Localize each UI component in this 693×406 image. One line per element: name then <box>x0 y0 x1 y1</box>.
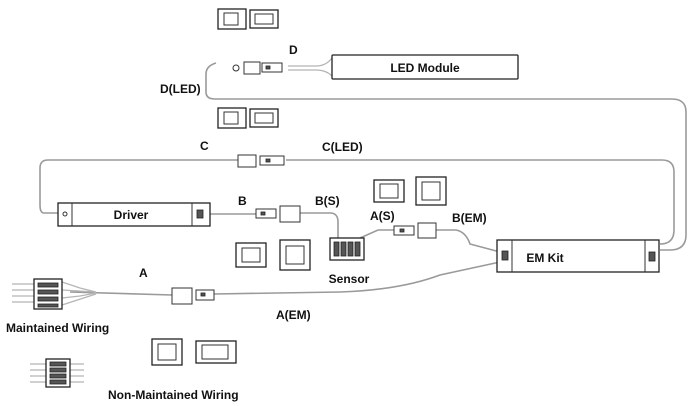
connector-a <box>171 287 215 305</box>
wire-d-led <box>205 62 687 251</box>
wire-a-s <box>359 229 394 239</box>
connector-illustration-a-em <box>151 338 237 366</box>
label-non-maintained-wiring: Non-Maintained Wiring <box>108 388 239 402</box>
em-kit-terminal-right <box>648 251 656 262</box>
non-maintained-terminal <box>30 358 84 388</box>
em-kit-label: EM Kit <box>526 251 563 265</box>
connector-illustration-d-lower <box>217 107 279 129</box>
label-d: D <box>289 43 298 57</box>
driver-label: Driver <box>114 208 149 222</box>
sensor-block <box>329 237 365 261</box>
label-b-s: B(S) <box>315 194 340 208</box>
wire-maintained-fan <box>61 281 97 306</box>
wire-c-led-right <box>286 159 675 245</box>
em-kit-terminal-left <box>501 250 509 261</box>
led-module-label: LED Module <box>390 61 460 75</box>
wire-led-module-lead-2 <box>288 69 333 77</box>
connector-illustration-a-s <box>373 176 447 206</box>
label-d-led: D(LED) <box>160 82 201 96</box>
maintained-terminal <box>33 278 63 310</box>
label-a-s: A(S) <box>370 209 395 223</box>
driver-terminal <box>196 209 204 219</box>
wire-b-s <box>300 212 339 240</box>
wire-maintained-leads <box>12 283 34 303</box>
connector-b <box>255 205 301 223</box>
label-c-led: C(LED) <box>322 140 363 154</box>
label-b: B <box>238 194 247 208</box>
label-maintained-wiring: Maintained Wiring <box>6 321 109 335</box>
wire-c-led <box>39 159 238 214</box>
label-b-em: B(EM) <box>452 211 487 225</box>
connector-b-em <box>393 222 437 239</box>
wire-a-em <box>213 261 501 295</box>
wire-led-module-lead <box>288 57 333 67</box>
sensor-label: Sensor <box>329 272 370 286</box>
connector-illustration-top <box>217 8 279 30</box>
connector-c <box>237 154 285 168</box>
wire-b-em <box>436 229 501 253</box>
wire-maintained <box>69 291 173 296</box>
driver-mount-hole <box>62 211 68 217</box>
led-module-box <box>331 54 519 80</box>
connector-d <box>232 61 283 75</box>
label-a: A <box>139 266 148 280</box>
connector-illustration-b-s <box>235 239 311 271</box>
label-a-em: A(EM) <box>276 308 311 322</box>
em-kit-box <box>496 239 660 273</box>
driver-box <box>57 202 211 227</box>
label-c: C <box>200 139 209 153</box>
